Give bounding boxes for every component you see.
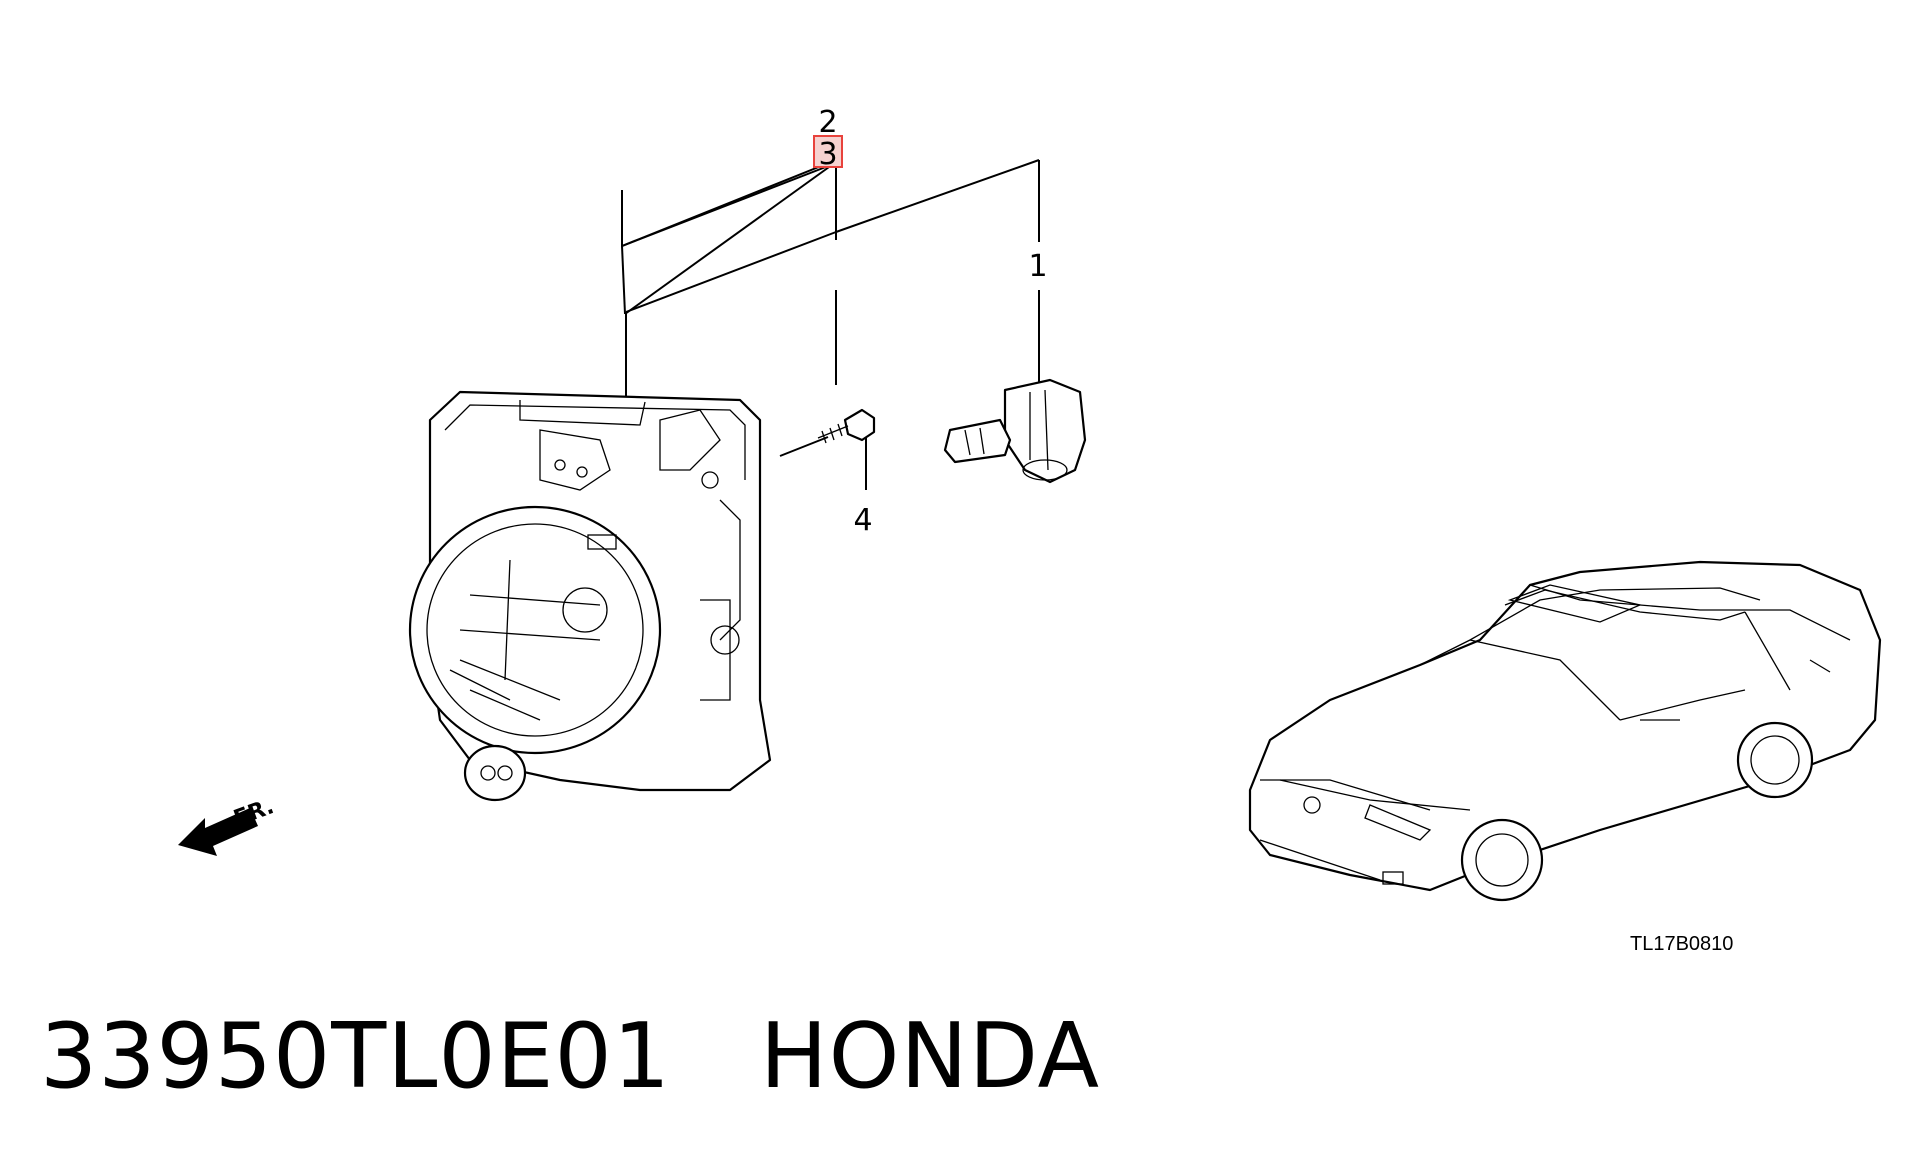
diagram-code: TL17B0810 <box>1630 933 1733 955</box>
front-direction-arrow: FR. <box>178 794 277 856</box>
leader-structure <box>625 159 1040 490</box>
callout-3[interactable]: 3 <box>818 137 837 172</box>
vehicle-location-sketch <box>1248 560 1882 902</box>
footer-spacer <box>671 1004 760 1109</box>
front-label: FR. <box>231 794 278 831</box>
fog-lamp-assembly[interactable] <box>408 390 772 802</box>
bulb-part[interactable] <box>943 378 1087 484</box>
screw-part[interactable] <box>817 408 876 444</box>
callout-2: 2 <box>818 105 837 140</box>
part-number: 33950TL0E01 <box>40 1004 672 1109</box>
leader-lines <box>621 159 837 385</box>
footer-part-number: 33950TL0E01 HONDA <box>40 1012 1100 1102</box>
callout-4[interactable]: 4 <box>853 503 872 538</box>
brand-name: HONDA <box>759 1004 1101 1109</box>
highlight-box[interactable] <box>813 135 843 168</box>
callout-1[interactable]: 1 <box>1028 249 1047 284</box>
